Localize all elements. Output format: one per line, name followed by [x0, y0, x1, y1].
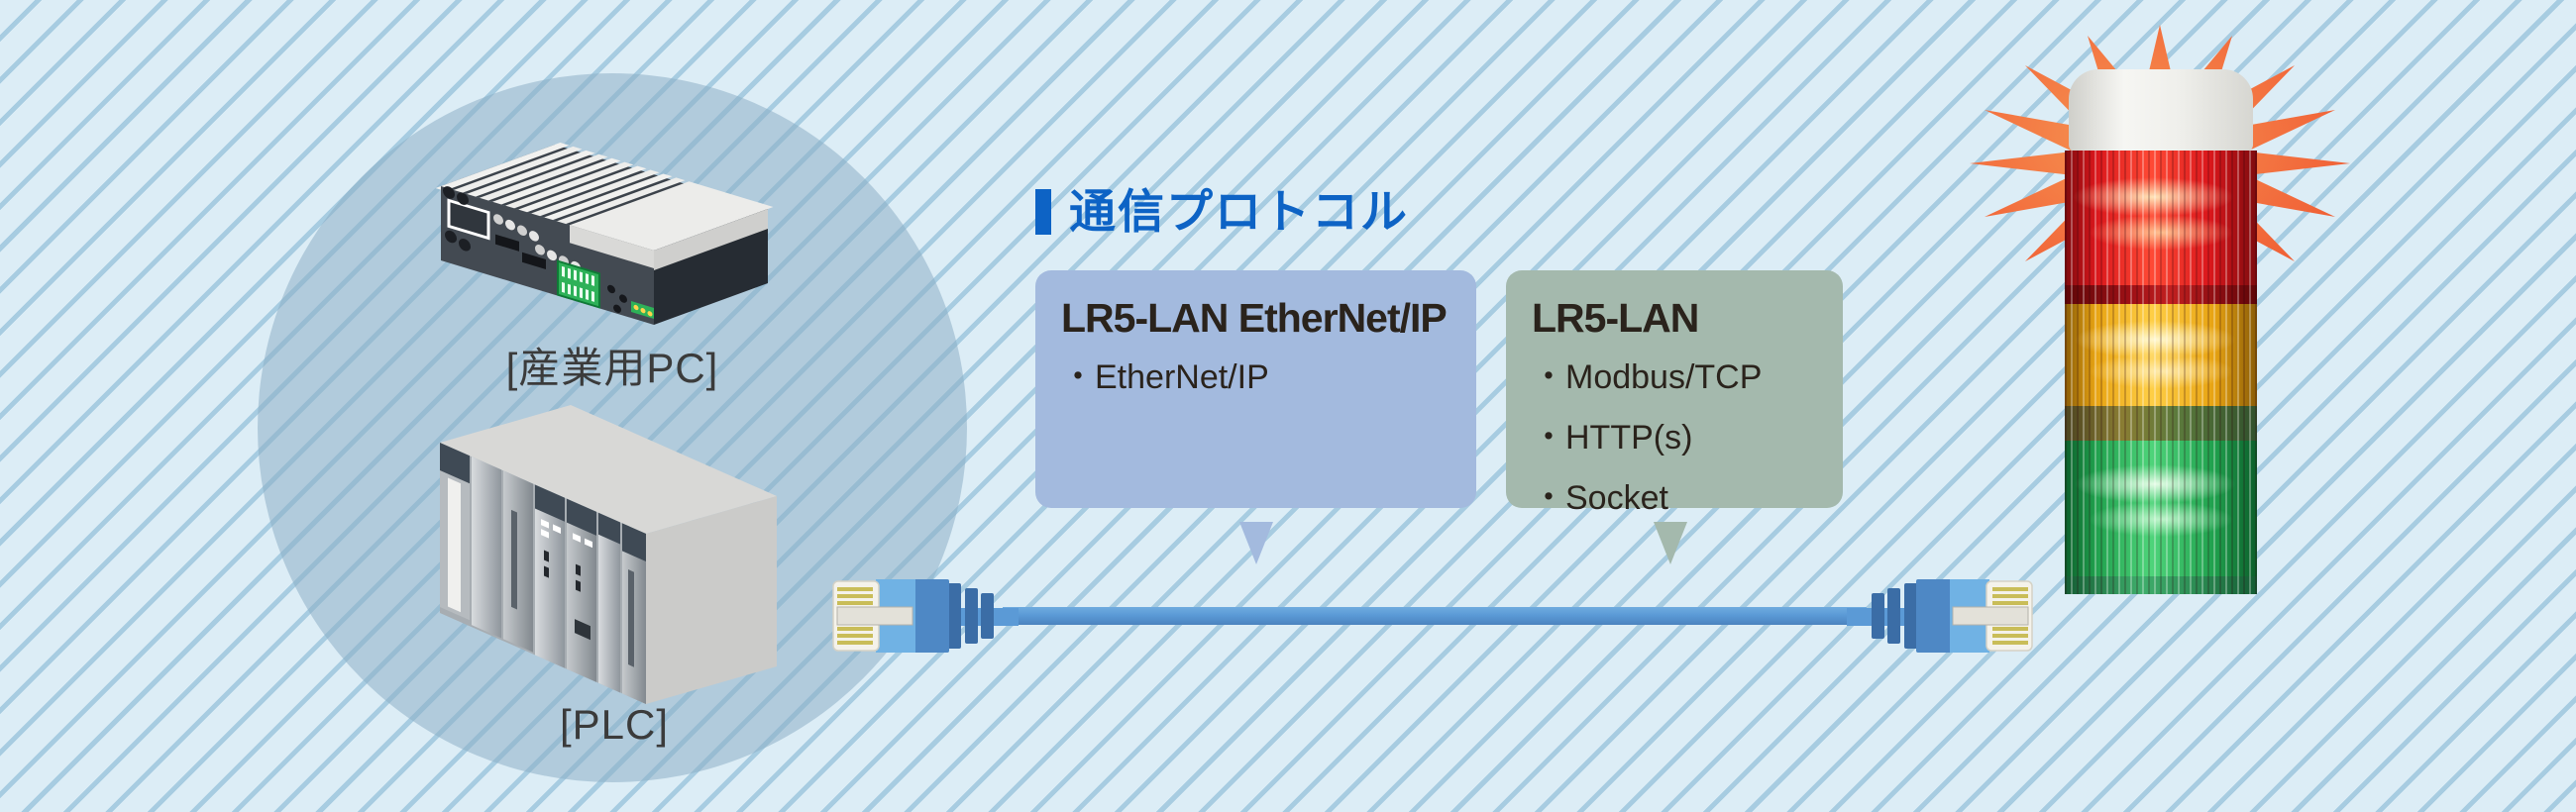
- pointer-triangle-right: [1654, 522, 1687, 564]
- signal-tower: [2065, 69, 2257, 812]
- pc-terminal-block: [557, 259, 600, 309]
- pc-heatsink-fins: [435, 143, 774, 253]
- pc-side-panel: [654, 208, 768, 325]
- protocol-box-lr5-lan: LR5-LAN ・Modbus/TCP ・HTTP(s) ・Socket: [1506, 270, 1843, 517]
- protocol-item: ・Socket: [1532, 478, 1668, 517]
- rj45-connector-left-icon: [832, 579, 1019, 653]
- section-title: 通信プロトコル: [1069, 185, 1409, 238]
- header-accent-bar: [1035, 188, 1051, 235]
- industrial-pc-illustration: [435, 143, 774, 325]
- plc-front-modules: [440, 442, 646, 704]
- tower-pole: [2071, 594, 2251, 812]
- tower-segment-divider-ring: [2065, 406, 2257, 441]
- plc-illustration: [440, 405, 777, 704]
- industrial-pc-label: [産業用PC]: [505, 345, 719, 391]
- protocol-box-title: LR5-LAN EtherNet/IP: [1061, 295, 1448, 341]
- protocol-item: ・HTTP(s): [1532, 419, 1693, 457]
- tower-segment-red: [2065, 151, 2257, 287]
- plc-side-panel: [646, 495, 777, 704]
- tower-segment-green-base-ring: [2065, 576, 2257, 594]
- tower-segment-green: [2065, 441, 2257, 576]
- tower-segment-amber: [2065, 304, 2257, 406]
- tower-cap: [2069, 69, 2253, 152]
- pc-front-panel: [441, 185, 657, 325]
- rj45-connector-right-icon: [1847, 579, 2033, 653]
- pointer-triangle-left: [1239, 522, 1273, 564]
- section-header: 通信プロトコル: [1035, 188, 1409, 235]
- protocol-item: ・Modbus/TCP: [1532, 358, 1763, 397]
- protocol-item: ・EtherNet/IP: [1061, 358, 1269, 397]
- tower-segment-red-base-ring: [2065, 285, 2257, 304]
- plc-label: [PLC]: [559, 701, 670, 748]
- protocol-box-title: LR5-LAN: [1532, 295, 1699, 341]
- ethernet-cable: [1003, 607, 1867, 625]
- protocol-box-lr5-lan-ethernet-ip: LR5-LAN EtherNet/IP ・EtherNet/IP: [1035, 270, 1476, 508]
